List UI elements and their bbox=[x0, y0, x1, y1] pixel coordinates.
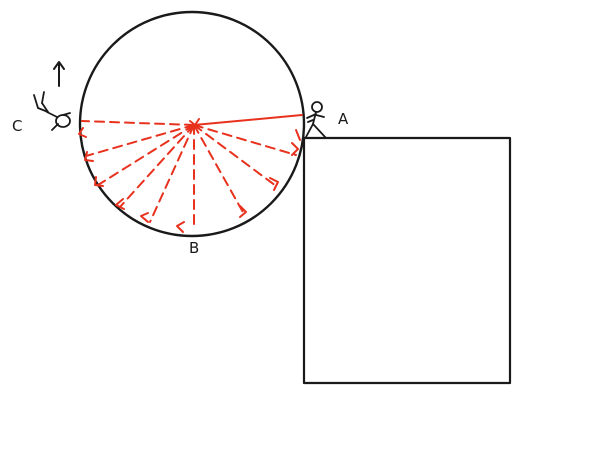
radius-to-a bbox=[193, 114, 303, 126]
dashed-radius-c bbox=[81, 120, 195, 126]
red-mark-at-a bbox=[295, 129, 301, 141]
arrowhead-8 bbox=[84, 151, 94, 162]
up-arrow-icon bbox=[53, 61, 65, 87]
label-a: A bbox=[338, 110, 349, 128]
person-at-c-icon bbox=[33, 91, 71, 131]
arrowhead-6 bbox=[115, 198, 125, 210]
label-b: B bbox=[189, 239, 199, 257]
dashed-radius-1 bbox=[85, 124, 195, 157]
person-at-a-icon bbox=[305, 101, 327, 139]
loop-circle bbox=[78, 10, 306, 238]
dashed-radius-3 bbox=[119, 124, 195, 208]
dashed-radii bbox=[81, 120, 297, 229]
arrowhead-5 bbox=[140, 212, 149, 223]
arrowhead-2 bbox=[269, 177, 279, 191]
dashed-radius-5 bbox=[193, 124, 245, 215]
arrowhead-7 bbox=[94, 176, 104, 187]
label-c: C bbox=[12, 117, 22, 135]
dashed-radius-2 bbox=[97, 124, 195, 186]
arrowhead-3 bbox=[239, 205, 247, 218]
dashed-radius-4 bbox=[149, 124, 195, 223]
platform-rectangle bbox=[302, 136, 512, 385]
dashed-radius-6 bbox=[193, 124, 277, 187]
arrowhead-9 bbox=[78, 127, 87, 138]
arrowhead-top bbox=[189, 118, 200, 126]
arc-arrowheads bbox=[78, 118, 299, 233]
dashed-radius-7 bbox=[193, 124, 297, 156]
arrowhead-4 bbox=[176, 221, 185, 233]
arrowhead-1 bbox=[291, 142, 299, 156]
